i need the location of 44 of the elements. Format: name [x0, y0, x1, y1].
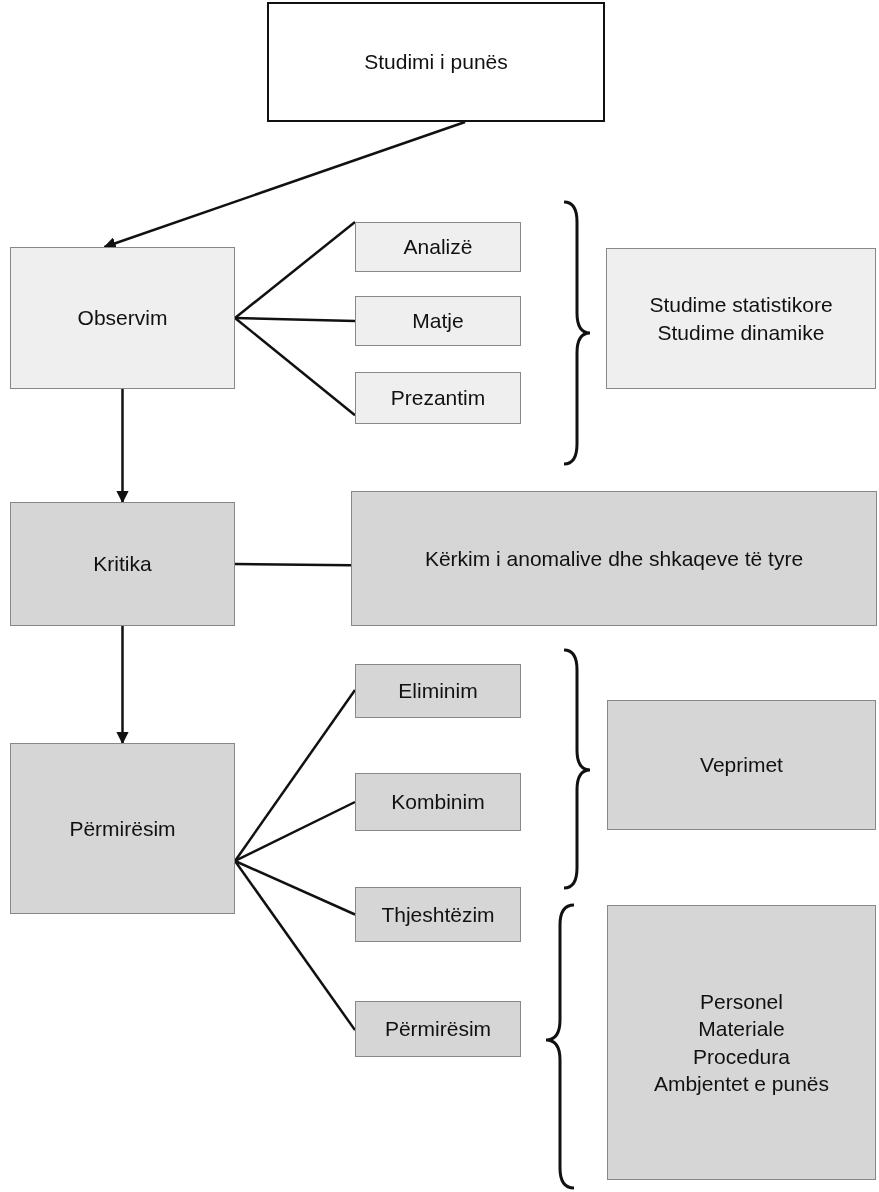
- arrow: [116, 626, 129, 745]
- connector-line: [234, 316, 356, 323]
- node-text: Studimi i punës: [364, 49, 508, 76]
- process-box: [355, 887, 521, 942]
- process-box: [10, 247, 235, 389]
- arrow: [116, 389, 129, 504]
- node-text: Studime statistikore: [649, 292, 833, 319]
- connector-line: [233, 860, 357, 1031]
- connector-line: [234, 800, 356, 863]
- node-text: Eliminim: [398, 678, 478, 705]
- process-box: [355, 1001, 521, 1057]
- process-box: [355, 222, 521, 272]
- node-text: Analizë: [403, 234, 473, 261]
- connector-line: [234, 317, 356, 417]
- node-text: Personel: [700, 988, 783, 1015]
- process-box: [355, 296, 521, 346]
- title-box: [267, 2, 605, 122]
- node-text: Thjeshtëzim: [381, 901, 495, 928]
- process-box: [355, 664, 521, 718]
- process-box: [10, 502, 235, 626]
- node-text: Kombinim: [391, 789, 485, 816]
- node-text: Materiale: [698, 1016, 785, 1043]
- connector-line: [235, 562, 351, 567]
- node-text: Përmirësim: [384, 1016, 492, 1043]
- node-text: Kritika: [93, 551, 152, 578]
- process-box: [10, 743, 235, 914]
- process-box: [606, 248, 876, 389]
- process-box: [607, 700, 876, 830]
- node-text: Studime dinamike: [657, 319, 825, 346]
- node-text: Prezantim: [390, 385, 486, 412]
- node-text: Procedura: [693, 1043, 790, 1070]
- node-text: Ambjentet e punës: [653, 1070, 830, 1097]
- node-text: Kërkim i anomalive dhe shkaqeve të tyre: [424, 545, 804, 572]
- connector-line: [234, 221, 356, 319]
- connector-line: [234, 859, 356, 916]
- connector-line: [233, 689, 357, 862]
- process-box: [355, 372, 521, 424]
- process-box: [351, 491, 877, 626]
- process-box: [607, 905, 876, 1180]
- node-text: Observim: [77, 305, 168, 332]
- node-text: Matje: [412, 308, 464, 335]
- node-text: Përmirësim: [69, 815, 176, 842]
- node-text: Veprimet: [700, 752, 783, 779]
- process-box: [355, 773, 521, 831]
